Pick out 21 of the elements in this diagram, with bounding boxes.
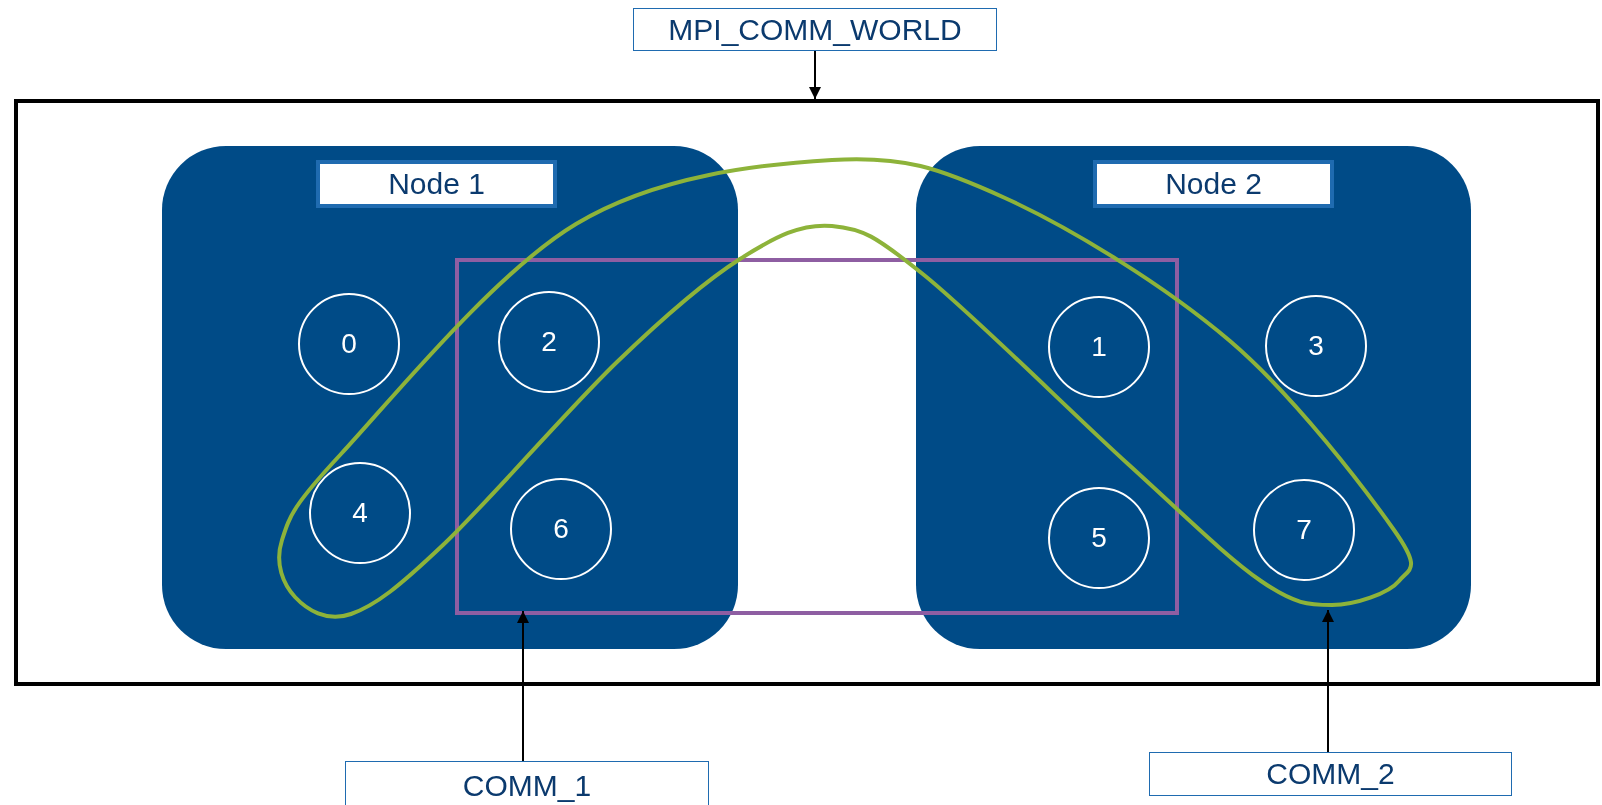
label-box: COMM_2 <box>1149 752 1512 796</box>
arrow <box>1322 609 1334 753</box>
node-heading: Node 1 <box>316 160 557 208</box>
node-panel <box>916 146 1471 649</box>
title-box: MPI_COMM_WORLD <box>633 8 997 51</box>
group-outline <box>455 258 1179 615</box>
label-box: COMM_1 <box>345 761 709 805</box>
process-circle: 1 <box>1048 296 1150 398</box>
process-circle: 2 <box>498 291 600 393</box>
process-circle: 4 <box>309 462 411 564</box>
frame-box <box>14 99 1600 686</box>
process-circle: 3 <box>1265 295 1367 397</box>
group-loop <box>277 157 1413 619</box>
node-panel <box>162 146 738 649</box>
node-heading: Node 2 <box>1093 160 1334 208</box>
arrow <box>517 610 529 762</box>
process-circle: 5 <box>1048 487 1150 589</box>
process-circle: 7 <box>1253 479 1355 581</box>
process-circle: 0 <box>298 293 400 395</box>
process-circle: 6 <box>510 478 612 580</box>
arrow <box>809 50 821 100</box>
